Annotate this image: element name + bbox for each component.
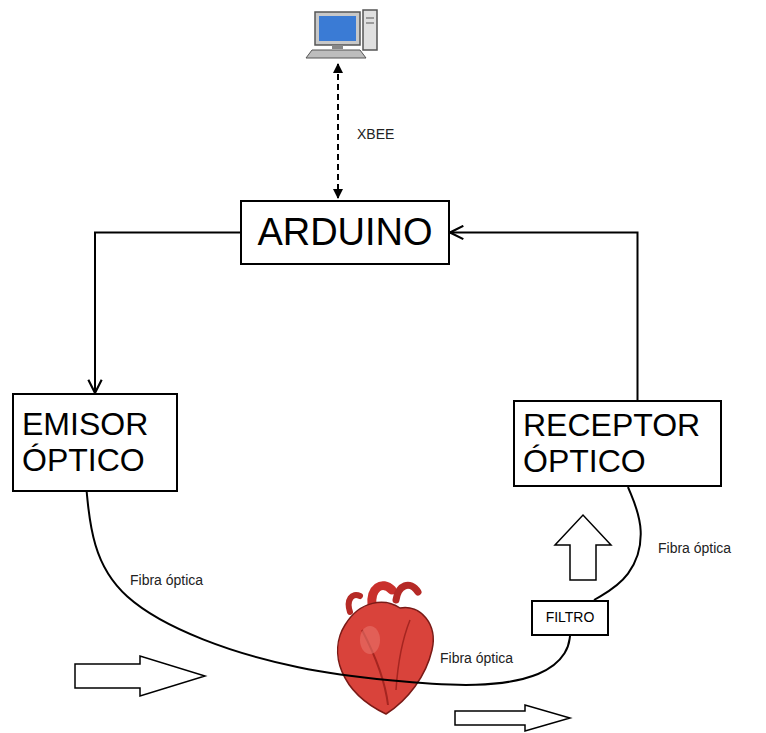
signal-arrow <box>95 233 240 394</box>
direction-arrow <box>555 515 611 580</box>
computer-icon <box>306 10 377 58</box>
optical-fiber <box>87 492 570 685</box>
filter-box: FILTRO <box>531 600 609 636</box>
node-text: ARDUINO <box>252 212 438 254</box>
node-text: EMISOR ÓPTICO <box>22 407 168 477</box>
fiber-label: Fibra óptica <box>128 572 205 589</box>
optical-fiber <box>594 487 641 600</box>
fiber-label: Fibra óptica <box>438 650 515 667</box>
controller-box: ARDUINO <box>240 200 450 265</box>
fiber-label: Fibra óptica <box>656 540 733 557</box>
heart-illustration <box>338 585 434 714</box>
direction-arrow <box>75 656 205 696</box>
node-text: FILTRO <box>539 610 601 625</box>
wireless-link <box>337 64 339 198</box>
direction-arrow <box>455 705 570 731</box>
signal-arrow <box>450 233 638 401</box>
link-label: XBEE <box>355 126 396 143</box>
emitter-box: EMISOR ÓPTICO <box>12 393 178 492</box>
receiver-box: RECEPTOR ÓPTICO <box>513 400 722 487</box>
node-text: RECEPTOR ÓPTICO <box>523 408 712 478</box>
